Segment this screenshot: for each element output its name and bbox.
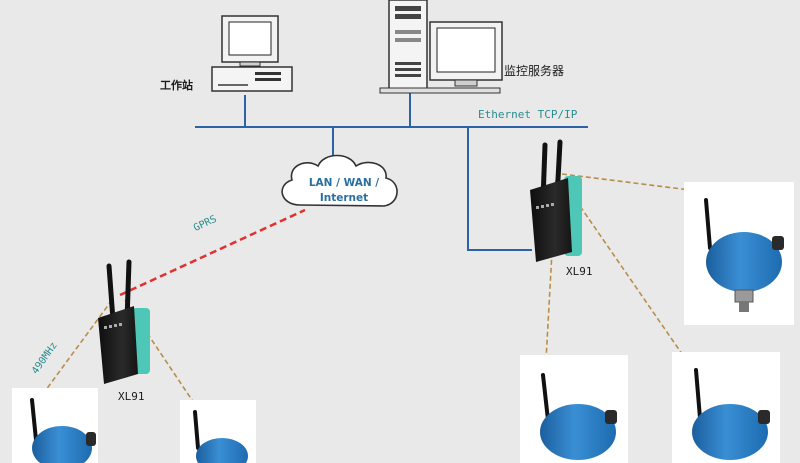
cloud-icon	[281, 154, 398, 207]
gateway-icon	[530, 139, 582, 262]
gateway-left-label: XL91	[118, 390, 145, 403]
wireless-sensor-icon	[692, 368, 770, 460]
wireless-sensor-icon	[193, 410, 248, 463]
cloud-label: LAN / WAN / Internet	[282, 176, 406, 206]
workstation-icon	[211, 15, 293, 92]
gateway-icon	[98, 259, 150, 384]
right-gateway-drop	[467, 127, 532, 251]
ethernet-label: Ethernet TCP/IP	[478, 108, 578, 121]
wireless-sensor-icon	[704, 198, 784, 312]
cloud-label-line2: Internet	[319, 192, 369, 204]
ethernet-bus	[195, 93, 588, 251]
wireless-sensor-icon	[30, 398, 96, 463]
cloud-label-line1: LAN / WAN /	[308, 177, 380, 189]
workstation-label: 工作站	[160, 79, 193, 92]
wireless-sensor-icon	[540, 373, 617, 460]
server-icon	[379, 0, 503, 94]
gprs-link	[119, 208, 306, 297]
gateway-right-label: XL91	[566, 265, 593, 278]
monitor-server-label: 监控服务器	[504, 64, 565, 78]
